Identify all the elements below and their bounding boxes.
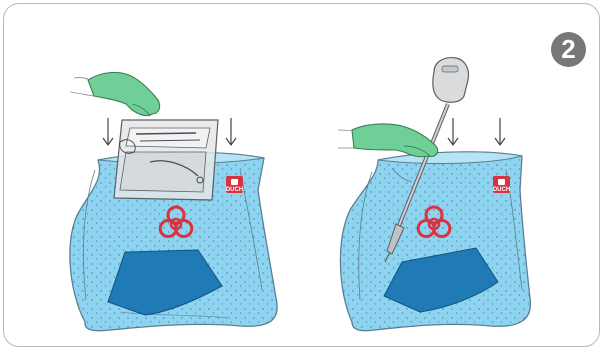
down-arrow-icon [448,118,505,145]
left-panel: DUCH [70,72,277,330]
brand-logo-icon: DUCH [493,176,510,193]
right-panel: DUCH [338,58,530,331]
step-number-badge: 2 [551,32,586,67]
svg-text:DUCH: DUCH [226,187,243,193]
gloved-hand [338,124,438,157]
instrument-tray [114,120,218,200]
brand-logo-icon: DUCH [226,176,243,193]
gloved-hand [70,72,160,116]
svg-text:DUCH: DUCH [493,187,510,193]
